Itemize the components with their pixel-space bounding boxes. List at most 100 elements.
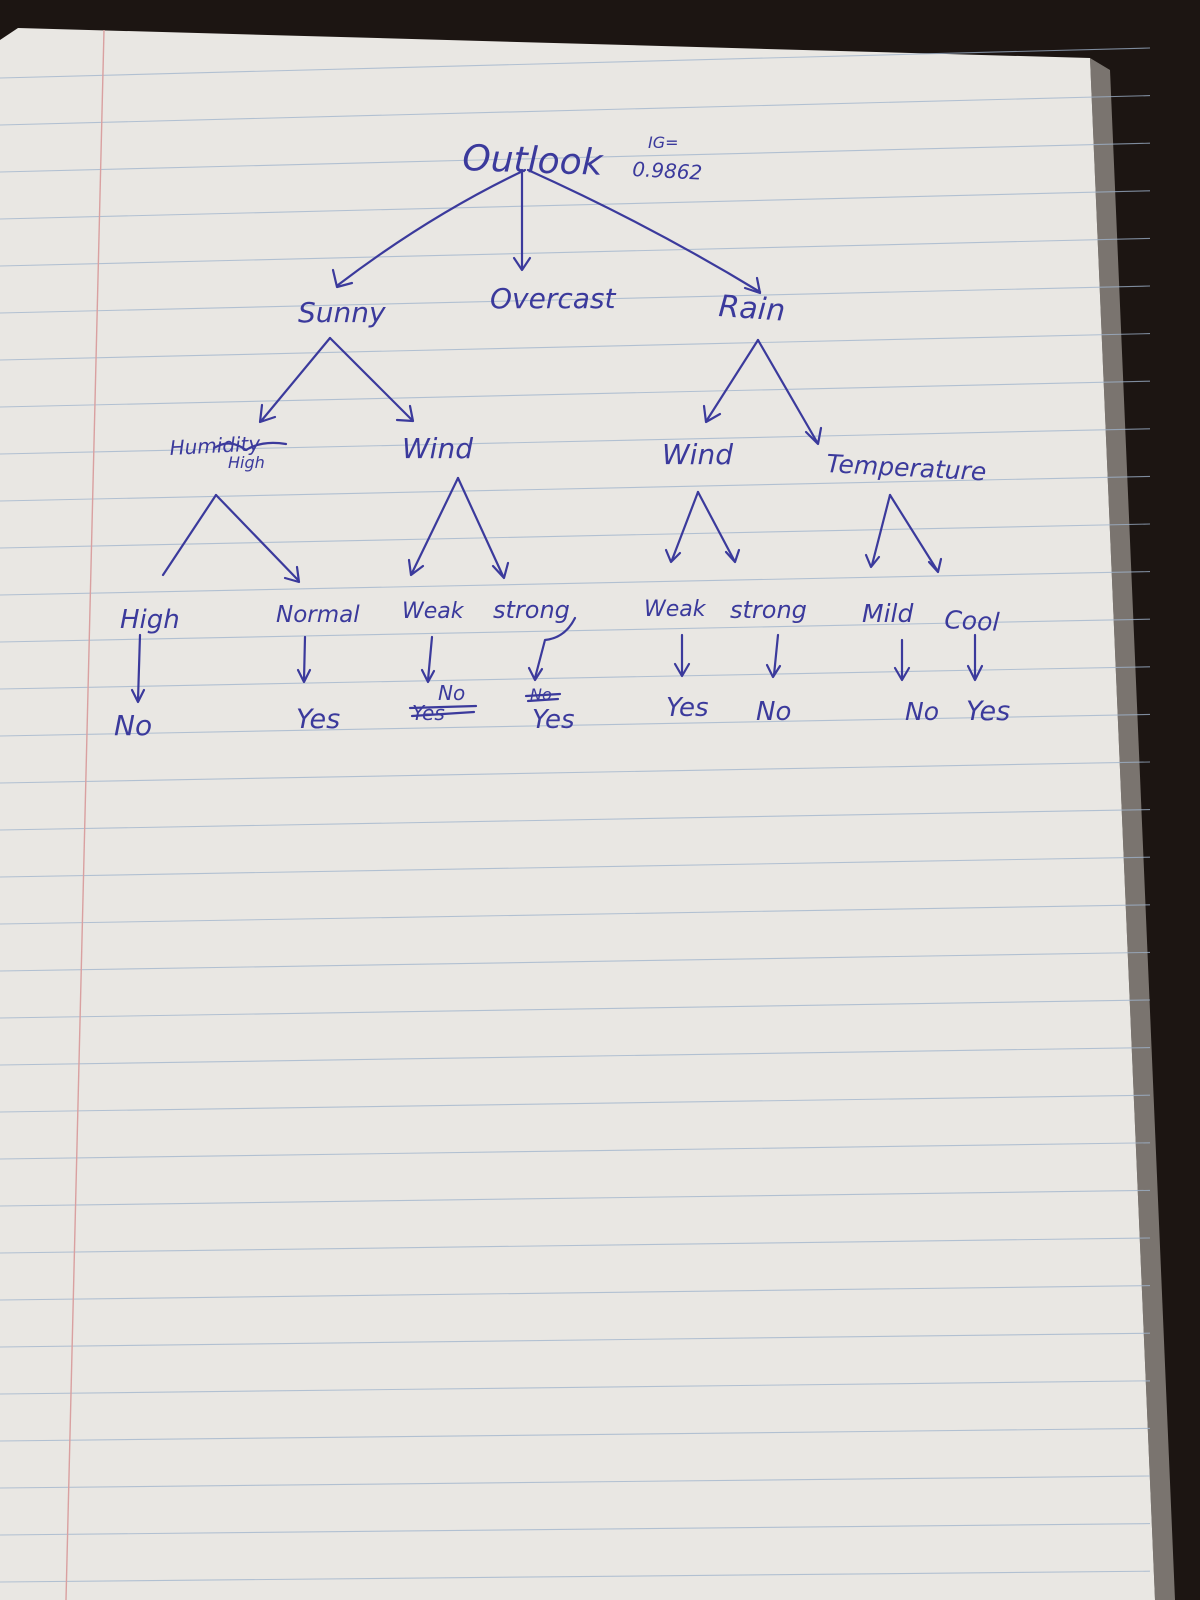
- arrowhead: [527, 666, 544, 682]
- edge-humidity-normal: [214, 493, 300, 582]
- node-humidity-overwrite: High: [228, 453, 265, 472]
- ruled-line: [0, 475, 1151, 502]
- strike-through: [408, 704, 478, 718]
- ruled-line: [0, 1570, 1151, 1583]
- value-mild-label: Mild: [862, 599, 913, 628]
- node-humidity-label: Humidity: [169, 431, 262, 460]
- ruled-line: [0, 713, 1151, 737]
- ruled-line: [0, 1285, 1151, 1301]
- paper-shadow: [1090, 58, 1175, 1600]
- leaf-cool-label: Yes: [966, 696, 1010, 727]
- ruled-line: [0, 190, 1151, 220]
- arrowhead: [673, 662, 691, 678]
- scribble-mark: [212, 441, 288, 452]
- node-wind-rain-label: Wind: [662, 438, 733, 471]
- ruled-line: [0, 856, 1151, 878]
- leaf-normal-label: Yes: [296, 704, 340, 735]
- ruled-line: [0, 1094, 1151, 1113]
- arrowhead: [765, 663, 782, 679]
- ruled-line: [0, 237, 1151, 267]
- leaf-mild-label: No: [905, 697, 939, 726]
- ruled-line: [0, 1380, 1151, 1395]
- arrowhead: [966, 664, 984, 682]
- strike-through: [524, 692, 562, 703]
- ruled-line: [0, 1047, 1151, 1066]
- edge-sunny-wind: [328, 336, 414, 422]
- edge-weak1-leaf: [426, 635, 434, 682]
- arrowhead: [331, 268, 354, 289]
- ruled-line: [0, 380, 1151, 408]
- edge-strong1-leaf: [533, 616, 577, 680]
- value-strong-rain-label: strong: [730, 596, 807, 624]
- value-normal-label: Normal: [276, 602, 360, 628]
- value-weak-sunny-label: Weak: [402, 599, 465, 624]
- edge-outlook-sunny: [336, 168, 527, 287]
- edge-humidity-high: [161, 493, 218, 577]
- ruled-line: [0, 285, 1151, 314]
- arrowhead: [702, 404, 722, 424]
- ruled-line: [0, 1475, 1151, 1489]
- branch-overcast-label: Overcast: [490, 282, 616, 315]
- edge-normal-leaf: [302, 635, 307, 682]
- arrowhead: [283, 565, 301, 584]
- leaf-strong-rain-label: No: [756, 697, 791, 727]
- root-metric-value: 0.9862: [632, 157, 703, 185]
- leaf-strong-sunny-label: Yes: [532, 705, 575, 735]
- arrowhead: [491, 561, 510, 580]
- arrowhead: [743, 276, 762, 295]
- node-wind-sunny-label: Wind: [402, 432, 473, 465]
- arrowhead: [407, 558, 425, 577]
- edge-strong2-leaf: [772, 633, 780, 677]
- ruled-line: [0, 666, 1151, 690]
- ruled-line: [0, 523, 1151, 549]
- value-strong-sunny-label: strong: [493, 596, 570, 624]
- arrowhead: [864, 553, 881, 569]
- ruled-line: [0, 1427, 1151, 1442]
- edge-wind2-weak: [670, 490, 700, 562]
- edge-wind1-strong: [456, 476, 505, 578]
- arrowhead: [420, 668, 436, 684]
- root-metric-label: IG=: [648, 133, 679, 152]
- ruled-line: [0, 428, 1151, 455]
- arrowhead: [893, 666, 911, 682]
- edge-rain-temperature: [756, 338, 819, 444]
- edge-sunny-humidity: [260, 336, 332, 422]
- margin-line: [65, 29, 105, 1600]
- arrowhead: [804, 426, 823, 446]
- ruled-line: [0, 999, 1151, 1019]
- arrowhead: [927, 557, 943, 574]
- arrowhead: [664, 548, 682, 564]
- ruled-line: [0, 142, 1151, 173]
- leaf-weak-sunny-label: No: [438, 681, 465, 705]
- ruled-line: [0, 571, 1151, 596]
- arrowhead: [258, 403, 277, 424]
- arrowhead: [724, 548, 741, 564]
- ruled-line: [0, 47, 1151, 79]
- edge-temperature-mild: [870, 493, 892, 567]
- edge-wind1-weak: [410, 476, 460, 575]
- tree-edges: [130, 168, 984, 704]
- ruled-line: [0, 809, 1151, 831]
- ruled-line: [0, 1332, 1151, 1348]
- leaf-high-label: No: [114, 709, 152, 742]
- edge-wind2-strong: [696, 490, 736, 562]
- ruled-line: [0, 1142, 1151, 1160]
- ruled-line: [0, 618, 1151, 643]
- ruled-line: [0, 761, 1151, 784]
- leaf-weak-sunny-crossed: Yes: [412, 701, 445, 725]
- ruled-line: [0, 904, 1151, 925]
- ruled-line: [0, 1523, 1151, 1536]
- edge-temperature-cool: [888, 493, 939, 572]
- arrowhead: [130, 688, 146, 704]
- arrowhead: [512, 256, 532, 272]
- value-high-label: High: [120, 605, 180, 635]
- leaf-weak-rain-label: Yes: [666, 693, 709, 723]
- root-node-label: Outlook: [462, 138, 606, 184]
- ruled-line: [0, 1189, 1151, 1207]
- ruled-line: [0, 951, 1151, 972]
- arrowhead: [296, 668, 312, 684]
- branch-sunny-label: Sunny: [298, 296, 386, 329]
- edge-rain-wind: [705, 338, 760, 422]
